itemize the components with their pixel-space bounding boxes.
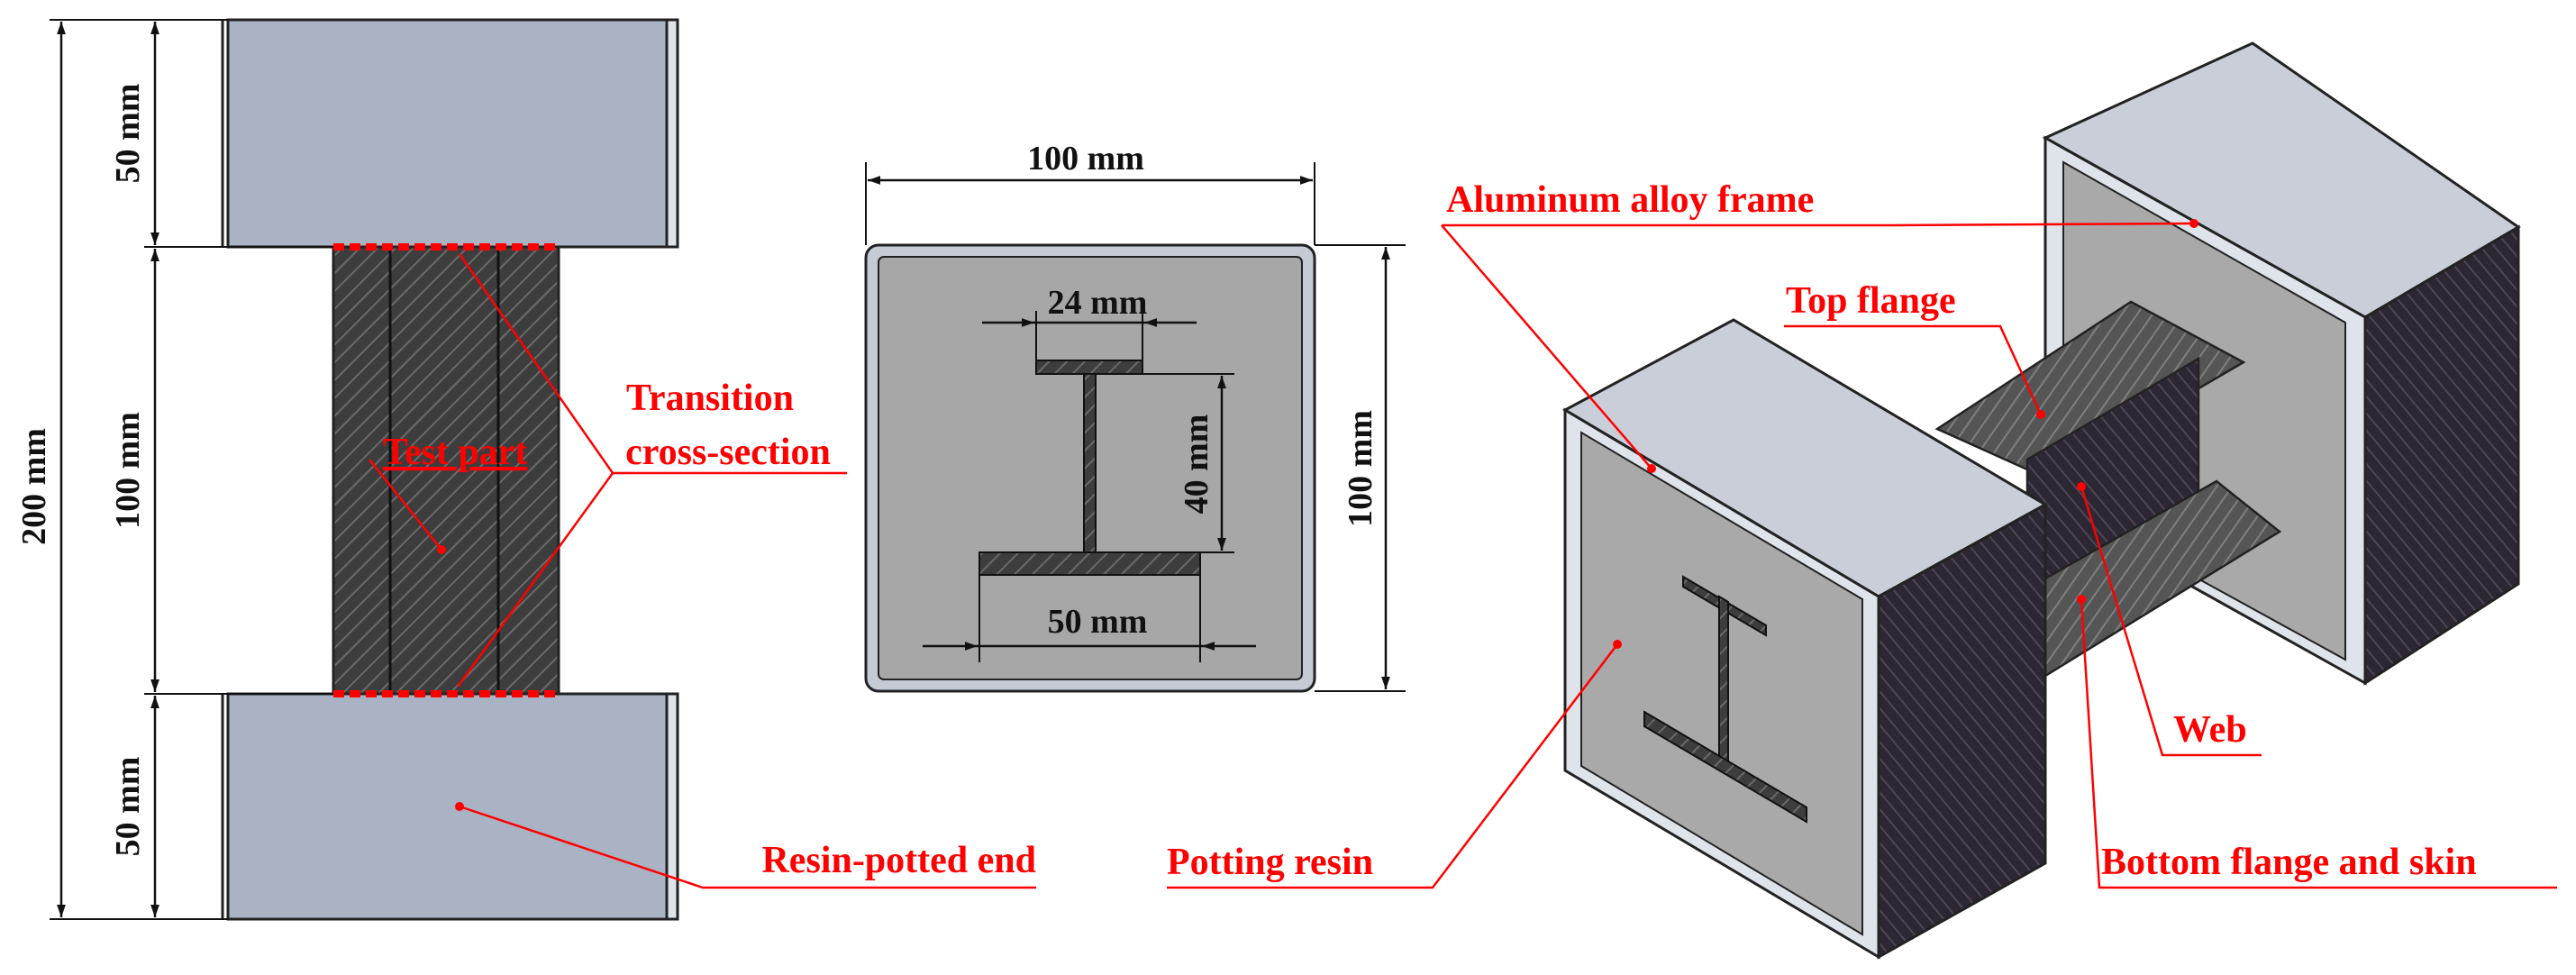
side-leaders [369,253,1036,889]
dim-middle-label: 100 mm [109,412,147,529]
top-end-frame-wall [665,18,679,249]
dim-top-label: 50 mm [109,84,147,184]
dim-bottom-label: 50 mm [109,757,147,857]
transition-label-line1: Transition [626,378,794,419]
front-face-web [1718,595,1729,768]
dim-frame-height-label: 100 mm [1342,410,1379,527]
dim-top-flange-label: 24 mm [1048,284,1148,322]
dim-frame-width-label: 100 mm [1027,140,1144,178]
top-flange-dot [2036,410,2045,419]
potting-resin-dot [1613,640,1622,649]
frame-dot-back [2189,219,2198,228]
top-end-block [226,18,669,249]
isometric-view: Aluminum alloy frame Top flange Web Pott… [1167,41,2557,960]
aluminum-frame-label: Aluminum alloy frame [1446,179,1814,221]
transition-label-line2: cross-section [625,432,831,473]
side-extension-lines [50,19,333,920]
test-part-body [332,245,560,696]
resin-potted-end-dot [455,802,464,811]
bottom-flange-dot [2077,595,2086,604]
bottom-end-frame-wall [665,692,679,921]
bottom-end-block [226,692,669,921]
web-label: Web [2173,709,2247,751]
side-view: 200 mm 50 mm 100 mm 50 mm Test part Tran… [15,18,1036,921]
test-part-dot [437,545,446,554]
dim-web-height-label: 40 mm [1178,415,1215,515]
dim-total-label: 200 mm [15,428,53,545]
bottom-flange-skin-label: Bottom flange and skin [2101,842,2477,883]
dim-bottom-flange-label: 50 mm [1048,603,1148,641]
section-bottom-flange [979,551,1201,576]
section-web [1083,373,1097,553]
section-extension-lines [865,162,1406,692]
section-top-flange [1035,360,1143,375]
frame-dot-front [1647,464,1656,473]
resin-potted-end-label: Resin-potted end [761,840,1036,881]
test-part-label: Test part [383,432,528,473]
top-flange-label: Top flange [1786,280,1956,322]
front-face-bottom-flange [1643,710,1807,824]
potting-resin-label: Potting resin [1167,842,1373,883]
web-dot [2077,482,2086,491]
iso-top-flange [1934,300,2246,479]
iso-leaders [1167,222,2557,889]
cross-section-view: 100 mm 100 mm 24 mm 40 mm 50 mm [864,140,1406,693]
